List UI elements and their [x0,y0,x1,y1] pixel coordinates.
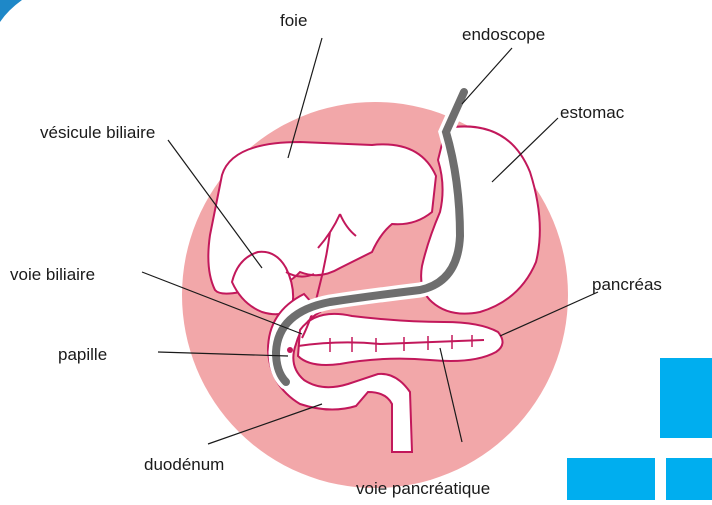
corner-decoration [0,0,22,22]
label-endoscope: endoscope [462,25,545,44]
label-pancreas: pancréas [592,275,662,294]
blue-block-bottom-left [567,458,655,500]
papilla-dot [287,347,293,353]
blue-block-bottom-right [666,458,712,500]
label-papille: papille [58,345,107,364]
label-foie: foie [280,11,307,30]
label-vesicule-biliaire: vésicule biliaire [40,123,155,142]
label-voie-biliaire: voie biliaire [10,265,95,284]
blue-block-top [660,358,712,438]
label-estomac: estomac [560,103,625,122]
label-voie-pancreatique: voie pancréatique [356,479,490,498]
label-duodenum: duodénum [144,455,224,474]
